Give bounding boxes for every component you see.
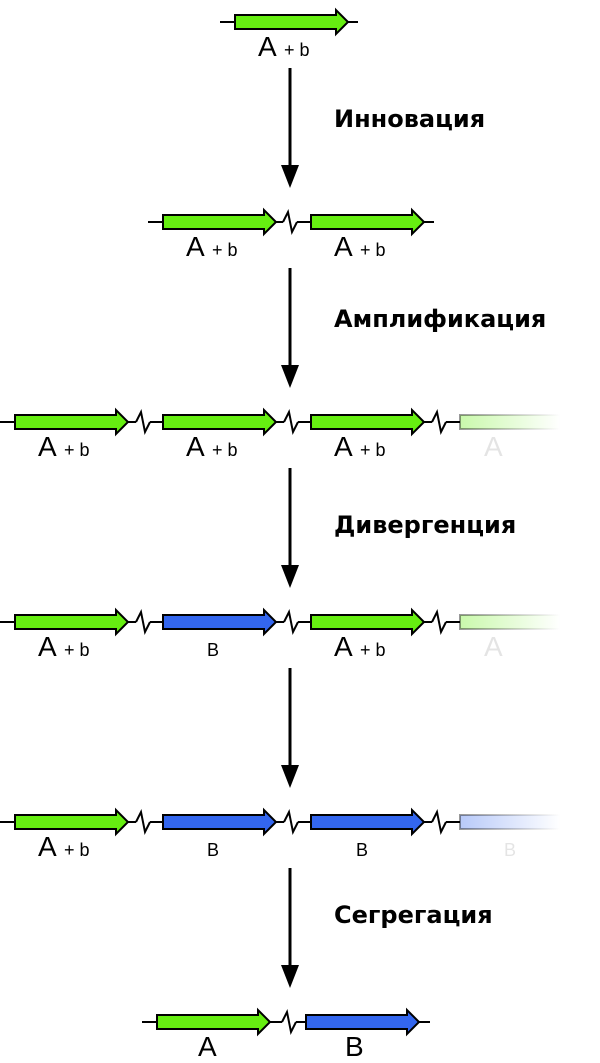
gene-b-arrow <box>162 807 278 837</box>
step-label-innovation: Инновация <box>334 105 485 133</box>
gene-label-a: A <box>38 431 57 462</box>
gene-label-a: A <box>258 31 277 62</box>
gene-label-suffix: + b <box>64 440 90 460</box>
gene-a-arrow <box>162 407 278 437</box>
gene-b-arrow-faded <box>459 814 561 830</box>
gene-a-arrow <box>310 607 426 637</box>
gene-a-arrow <box>14 407 130 437</box>
row-1: A + b <box>220 7 358 62</box>
gene-a-arrow <box>310 407 426 437</box>
row-3: A + b A + b A + b A <box>0 407 561 462</box>
step-arrow-3 <box>281 468 299 588</box>
row-5: A + b B B B <box>0 807 561 862</box>
gene-label-a: A <box>334 631 353 662</box>
gene-b-arrow <box>310 807 426 837</box>
gene-a-arrow <box>156 1007 272 1037</box>
gene-label-a: A <box>186 231 205 262</box>
gene-label-a-final: A <box>198 1031 217 1062</box>
gene-label-suffix: + b <box>360 640 386 660</box>
gene-label-suffix: + b <box>284 40 310 60</box>
gene-a-arrow <box>310 207 426 237</box>
step-label-segregation: Сегрегация <box>334 901 493 929</box>
gene-label-a: A <box>186 431 205 462</box>
gene-a-arrow <box>14 807 130 837</box>
dna-break <box>282 208 298 236</box>
gene-label-b: B <box>207 840 219 860</box>
row-2: A + b A + b <box>148 207 434 262</box>
gene-label-b: B <box>356 840 368 860</box>
gene-a-arrow <box>14 607 130 637</box>
step-arrow-1 <box>281 68 299 188</box>
step-label-divergence: Дивергенция <box>334 511 516 539</box>
gene-label-suffix: + b <box>64 640 90 660</box>
gene-b-arrow <box>305 1007 421 1037</box>
step-label-amplification: Амплификация <box>334 305 546 333</box>
row-4: A + b B A + b A <box>0 607 561 662</box>
gene-label-suffix: + b <box>212 440 238 460</box>
gene-label-a: A <box>334 231 353 262</box>
row-6: A B <box>142 1007 430 1062</box>
gene-a-arrow <box>234 7 350 37</box>
gene-label-a-faded: A <box>484 631 503 662</box>
gene-label-a: A <box>38 631 57 662</box>
gene-label-suffix: + b <box>64 840 90 860</box>
gene-label-a: A <box>334 431 353 462</box>
gene-a-arrow-faded <box>459 414 561 430</box>
gene-label-a: A <box>38 831 57 862</box>
step-arrow-5 <box>281 868 299 988</box>
gene-label-b: B <box>207 640 219 660</box>
gene-label-suffix: + b <box>360 240 386 260</box>
step-arrow-2 <box>281 268 299 388</box>
gene-label-suffix: + b <box>360 440 386 460</box>
gene-a-arrow-faded <box>459 614 561 630</box>
gene-b-arrow <box>162 607 278 637</box>
gene-label-a-faded: A <box>484 431 503 462</box>
gene-label-suffix: + b <box>212 240 238 260</box>
gene-label-b-final: B <box>345 1031 364 1062</box>
step-arrow-4 <box>281 668 299 788</box>
gene-label-b-faded: B <box>504 840 516 860</box>
gene-a-arrow <box>162 207 278 237</box>
